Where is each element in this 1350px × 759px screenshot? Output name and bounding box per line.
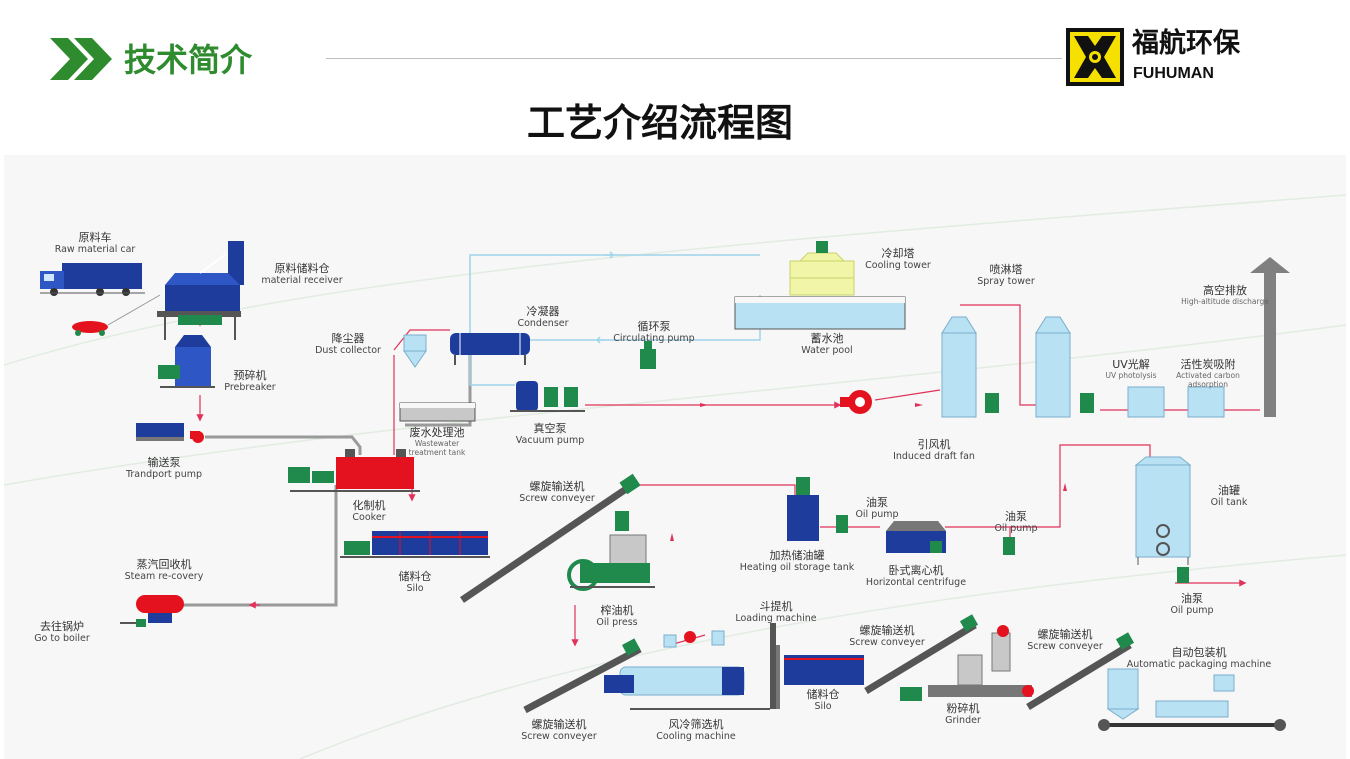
oil-pump-1-unit: [836, 515, 848, 533]
fuhuman-logo-icon: [1066, 28, 1124, 86]
flow-arrow: [915, 403, 923, 407]
uv-photolysis-unit: [1127, 386, 1165, 418]
induced-draft-fan: [840, 390, 872, 414]
screw-conveyer-3: [1026, 632, 1135, 710]
flow-drawing: [3, 155, 1347, 759]
screw-conveyer-2: [864, 614, 979, 694]
prebreaker: [158, 335, 215, 388]
oil-press: [567, 511, 655, 591]
activated-carbon-unit: [1187, 386, 1225, 418]
silo-1: [340, 531, 490, 558]
oil-pump-2-unit: [1003, 537, 1015, 555]
oil-pump-3-unit: [1177, 567, 1189, 583]
flow-arrow: [700, 403, 708, 407]
flow-arrow: [1063, 483, 1067, 491]
wastewater-tank: [399, 402, 476, 422]
horizontal-centrifuge: [886, 521, 946, 553]
logo-name-cn: 福航环保: [1132, 28, 1240, 59]
oil-tank: [1134, 456, 1192, 565]
raw-material-truck: [40, 263, 145, 296]
transport-pump: [136, 423, 204, 443]
dust-collector: [403, 334, 427, 368]
cooling-tower: [789, 241, 855, 296]
spray-tower-2: [1035, 316, 1094, 418]
silo-2: [784, 655, 864, 685]
circulating-pump: [640, 341, 656, 369]
discharge-stack: [1250, 257, 1290, 417]
double-chevron-icon: [50, 38, 112, 80]
grinder: [900, 625, 1034, 701]
cooling-machine: [604, 630, 770, 710]
condenser: [450, 333, 530, 365]
vacuum-pump: [510, 381, 585, 412]
cooker: [288, 449, 420, 492]
page-title: 工艺介绍流程图: [526, 101, 793, 145]
header-divider: [326, 58, 1062, 59]
raw-material-cart: [72, 294, 161, 336]
loading-machine: [770, 623, 780, 709]
spray-tower-1: [941, 316, 999, 418]
heating-oil-tank: [787, 477, 819, 541]
flow-arrow: [670, 533, 674, 541]
screw-conveyer-1: [460, 473, 641, 603]
material-receiver: [157, 241, 244, 340]
steam-recovery: [120, 595, 184, 627]
section-title: 技术简介: [124, 41, 253, 79]
water-pool: [734, 296, 906, 330]
automatic-packaging-machine: [1098, 668, 1286, 731]
logo-name-en: FUHUMAN: [1133, 65, 1214, 82]
screw-conveyer-4: [523, 638, 642, 714]
